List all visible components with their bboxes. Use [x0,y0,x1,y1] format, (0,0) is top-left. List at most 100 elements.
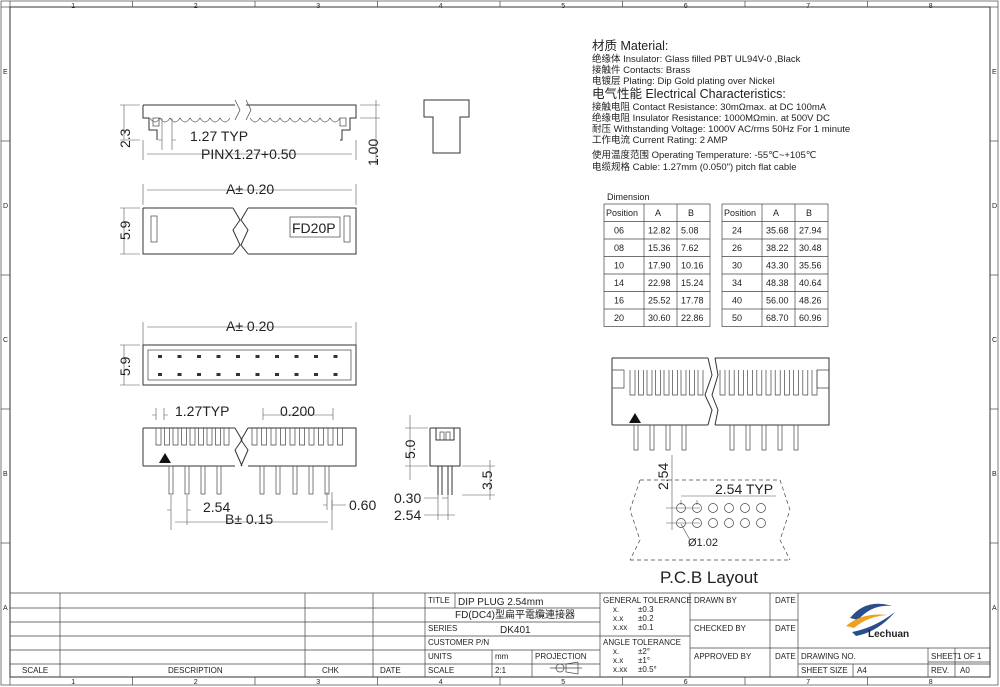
ang-tol-label: ANGLE TOLERANCE [603,638,681,647]
spec-line: 接触件 Contacts: Brass [592,64,690,76]
grid-row-label: D [992,203,997,210]
side-profile-view: 2.3 1.27 TYP PINX1.27+0.50 1.00 [117,99,381,166]
sheet-label: SHEET [931,652,958,661]
table-header: B [806,208,812,218]
sheet-value: 1 OF 1 [957,652,982,661]
scale-label: SCALE [428,666,454,675]
spec-line: 绝缘体 Insulator: Glass filled PBT UL94V-0 … [592,53,801,65]
pin-side-view: 5.0 3.5 0.30 2.54 [394,415,495,523]
table-header: Position [606,208,638,218]
rev-label: REV. [931,666,949,675]
top-cover-view: A± 0.20 FD20P 5.9 [117,181,357,255]
spec-line: 电缆规格 Cable: 1.27mm (0.050") pitch flat c… [592,161,797,173]
pcb-hole-layout: 2.54 2.54 TYP Ø1.02 P.C.B Layout [629,455,791,587]
dim-5-0: 5.0 [402,439,418,459]
table-cell: 26 [732,243,742,253]
dim-1-00: 1.00 [365,139,381,166]
dim-a-020-b: A± 0.20 [226,318,274,334]
table-cell: 08 [614,243,624,253]
spec-line: 工作电流 Current Rating: 2 AMP [592,134,728,146]
part-label: FD20P [292,220,336,236]
scale-value: 2:1 [495,666,507,675]
inner-border [9,6,991,678]
dim-0-200: 0.200 [280,403,315,419]
dimension-table-right: Position242630344050A35.6838.2243.3048.3… [721,203,829,327]
dim-pinx: PINX1.27+0.50 [201,146,297,162]
table-cell: 34 [732,278,742,288]
dim-a-020: A± 0.20 [226,181,274,197]
customer-label: CUSTOMER P/N [428,638,489,647]
grid-row-label: C [992,337,997,344]
tol-value: ±0.5° [638,665,657,674]
sheet-size-value: A4 [857,666,867,675]
grid-col-label: 4 [439,679,443,686]
end-cap-view [423,99,470,154]
rev-desc-header: DESCRIPTION [168,666,223,675]
table-cell: 30 [732,261,742,271]
table-cell: 56.00 [766,296,789,306]
spec-line: 使用温度范围 Operating Temperature: -55℃~+105℃ [592,149,817,161]
tol-value: ±0.3 [638,605,654,614]
date-label: DATE [775,596,796,605]
table-cell: 15.36 [648,243,671,253]
tol-value: ±0.1 [638,623,654,632]
table-cell: 22.98 [648,278,671,288]
grid-col-label: 7 [806,3,810,10]
pcb-dim-2-54: 2.54 [655,463,671,490]
checked-by-label: CHECKED BY [694,624,747,633]
rev-chk-header: CHK [322,666,340,675]
dim-2-54-b: 2.54 [394,507,421,523]
table-header: A [773,208,779,218]
dimension-table-left: Position060810141620A12.8215.3617.9022.9… [603,203,711,327]
projection-icon [550,661,582,675]
grid-col-label: 2 [194,679,198,686]
table-cell: 20 [614,313,624,323]
table-cell: 30.60 [648,313,671,323]
table-cell: 40 [732,296,742,306]
title-label: TITLE [428,596,450,605]
grid-row-label: A [992,605,997,612]
grid-col-label: 8 [929,3,933,10]
dim-2-54: 2.54 [203,499,230,515]
tol-key: x.xx [613,623,627,632]
table-cell: 12.82 [648,226,671,236]
table-cell: 35.68 [766,226,789,236]
table-cell: 17.90 [648,261,671,271]
grid-col-label: 3 [316,3,320,10]
spec-line: 耐压 Withstanding Voltage: 1000V AC/rms 50… [592,123,850,135]
title-line1: DIP PLUG 2.54mm [458,597,543,608]
grid-col-label: 5 [561,3,565,10]
date-label: DATE [775,652,796,661]
grid-col-label: 1 [71,679,75,686]
table-cell: 16 [614,296,624,306]
table-cell: 50 [732,313,742,323]
grid-col-label: 5 [561,679,565,686]
table-cell: 06 [614,226,624,236]
grid-col-label: 8 [929,679,933,686]
table-cell: 24 [732,226,742,236]
grid-row-label: E [3,69,8,76]
table-cell: 48.26 [799,296,822,306]
table-header: A [655,208,661,218]
table-cell: 5.08 [681,226,699,236]
pcb-hole-dia: Ø1.02 [688,537,718,549]
plug-top-view: A± 0.20 5.9 [117,318,357,386]
table-cell: 43.30 [766,261,789,271]
material-heading: 材质 Material: [592,39,668,53]
tol-value: ±1° [638,656,650,665]
lechuan-logo: Lechuan [846,603,909,640]
grid-col-label: 6 [684,3,688,10]
tol-key: x. [613,605,619,614]
gen-tol-label: GENERAL TOLERANCE [603,596,692,605]
dim-b-015: B± 0.15 [225,511,273,527]
dim-1-27typ: 1.27TYP [175,403,229,419]
grid-col-label: 2 [194,3,198,10]
grid-col-label: 3 [316,679,320,686]
projection-label: PROJECTION [535,652,587,661]
table-cell: 15.24 [681,278,704,288]
grid-col-label: 7 [806,679,810,686]
grid-row-label: C [3,337,8,344]
table-cell: 40.64 [799,278,822,288]
